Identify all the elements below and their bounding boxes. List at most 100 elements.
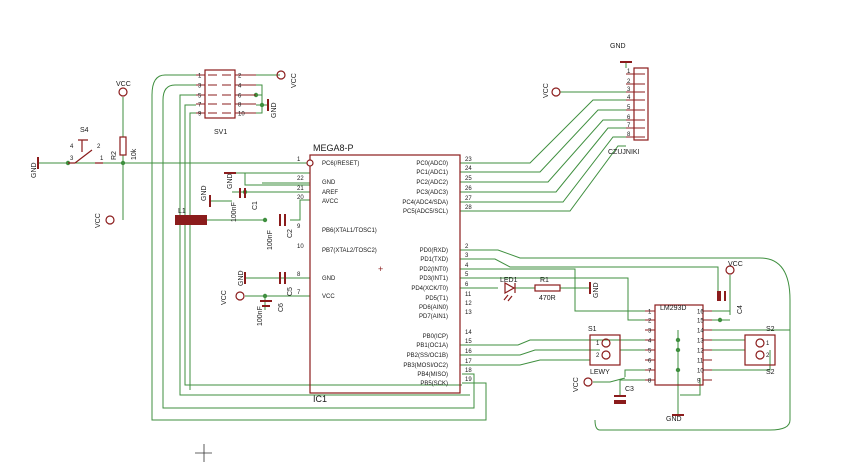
mega-pin-name: PC2(ADC2) bbox=[416, 180, 448, 186]
vcc-label-r2: VCC bbox=[116, 81, 131, 88]
czujniki-pin-number: 4 bbox=[627, 95, 631, 101]
lm-name: LM293D bbox=[660, 305, 686, 312]
mega-pin-number: 3 bbox=[465, 253, 469, 259]
s4-pin-2: 2 bbox=[97, 144, 101, 150]
sv1-pin-number: 5 bbox=[198, 94, 202, 100]
mega-pin-name: PB3(MOSI/OC2) bbox=[403, 363, 448, 369]
r2-label: R2 bbox=[111, 151, 118, 160]
czujniki-pin-number: 6 bbox=[627, 115, 631, 121]
capacitor-c6: C6 100nF bbox=[257, 300, 285, 326]
gnd-label-c5: GND bbox=[238, 270, 245, 286]
s2-pin-2: 2 bbox=[766, 353, 770, 359]
capacitor-c3: C3 bbox=[614, 386, 634, 404]
switch-s4: S4 3 4 2 1 bbox=[68, 127, 104, 164]
mega-ref: IC1 bbox=[313, 394, 327, 404]
lm-pin-number: 7 bbox=[648, 369, 652, 375]
mega-pin-number: 14 bbox=[465, 330, 472, 336]
terminal-s2: S2 1 2 S2 bbox=[744, 326, 776, 376]
c2-label: C2 bbox=[287, 229, 294, 238]
origin-marker: + bbox=[378, 264, 383, 274]
sv1-pin-number: 10 bbox=[238, 112, 245, 118]
czujniki-pin-number: 5 bbox=[627, 105, 631, 111]
mega-pin-name: PC6(/RESET) bbox=[322, 161, 359, 167]
mega-pin-number: 16 bbox=[465, 349, 472, 355]
mega-pin-number: 7 bbox=[297, 290, 301, 296]
c2-value: 100nF bbox=[267, 230, 274, 250]
cursor-crosshair bbox=[195, 444, 212, 462]
r1-value: 470R bbox=[539, 295, 556, 302]
vcc-label-c4: VCC bbox=[728, 261, 743, 268]
mega-pin-number: 17 bbox=[465, 359, 472, 365]
sv1-pin-number: 6 bbox=[238, 94, 242, 100]
vcc-label-czujniki: VCC bbox=[543, 83, 550, 98]
reset-inversion-bubble bbox=[306, 159, 314, 167]
mega-pin-number: 21 bbox=[297, 186, 304, 192]
s1-label: S1 bbox=[588, 326, 597, 333]
mega-pin-name: AVCC bbox=[322, 199, 339, 205]
mega-pin-number: 20 bbox=[297, 195, 304, 201]
r1-label: R1 bbox=[540, 277, 549, 284]
czujniki-pin-number: 7 bbox=[627, 123, 631, 129]
mega-pin-name: PD3(INT1) bbox=[419, 276, 448, 282]
mega-pin-number: 27 bbox=[465, 196, 472, 202]
mega-pin-name: PB1(OC1A) bbox=[416, 343, 448, 349]
vcc-label-c6: VCC bbox=[221, 290, 228, 305]
gnd-label-aref: GND bbox=[227, 173, 234, 189]
mega-left-pins: 1PC6(/RESET)22GND21AREF20AVCC9PB6(XTAL1/… bbox=[297, 157, 377, 300]
lm-pin-number: 1 bbox=[648, 310, 652, 316]
sv1-pin-number: 4 bbox=[238, 84, 242, 90]
mega-pin-number: 9 bbox=[297, 224, 301, 230]
gnd-symbols: GND GND GND GND GND GND GND GND bbox=[31, 43, 684, 423]
mega-right-pins: 23PC0(ADC0)24PC1(ADC1)25PC2(ADC2)26PC3(A… bbox=[402, 157, 472, 387]
mega-pin-name: PD5(T1) bbox=[425, 296, 448, 302]
lm-pin-number: 16 bbox=[697, 310, 704, 316]
s2-label-top: S2 bbox=[766, 326, 775, 333]
mega-pin-number: 12 bbox=[465, 301, 472, 307]
mega-pin-number: 5 bbox=[465, 272, 469, 278]
mega-pin-number: 10 bbox=[297, 244, 304, 250]
czujniki-label: CZUJNIKI bbox=[608, 149, 640, 156]
czujniki-pin-number: 1 bbox=[627, 69, 631, 75]
mega-pin-name: PC5(ADC5/SCL) bbox=[403, 209, 448, 215]
lm-pin-number: 13 bbox=[697, 339, 704, 345]
lm-pin-number: 3 bbox=[648, 329, 652, 335]
mega-pin-name: PC3(ADC3) bbox=[416, 190, 448, 196]
sv1-pin-number: 3 bbox=[198, 84, 202, 90]
mega-pin-number: 25 bbox=[465, 176, 472, 182]
terminal-s1: S1 1 2 bbox=[588, 326, 621, 366]
lewy-label: LEWY bbox=[590, 369, 610, 376]
capacitor-c4: C4 bbox=[717, 291, 744, 314]
mega-pin-name: PB6(XTAL1/TOSC1) bbox=[322, 228, 377, 234]
junctions bbox=[65, 92, 723, 373]
mega-pin-name: PC1(ADC1) bbox=[416, 170, 448, 176]
led1-label: LED1 bbox=[500, 277, 518, 284]
s4-pin-4: 4 bbox=[70, 144, 74, 150]
sv1-pin-number: 1 bbox=[198, 74, 202, 80]
s1-pin-2: 2 bbox=[596, 353, 600, 359]
mega-pin-name: PD0(RXD) bbox=[420, 248, 448, 254]
mega-pin-number: 15 bbox=[465, 339, 472, 345]
vcc-label-c3: VCC bbox=[573, 377, 580, 392]
inductor-l1: L1 bbox=[175, 208, 207, 225]
c1-label: C1 bbox=[252, 201, 259, 210]
mega-pin-name: PB5(SCK) bbox=[420, 381, 448, 387]
mega-pin-name: GND bbox=[322, 180, 336, 186]
vcc-label-sv1: VCC bbox=[291, 73, 298, 88]
mega-pin-number: 6 bbox=[465, 282, 469, 288]
mega-pin-number: 18 bbox=[465, 368, 472, 374]
gnd-label-switch: GND bbox=[31, 162, 38, 178]
mega-pin-name: AREF bbox=[322, 190, 338, 196]
lm-pin-number: 12 bbox=[697, 349, 704, 355]
resistor-r1: R1 470R bbox=[534, 277, 561, 302]
s4-pin-3: 3 bbox=[70, 156, 74, 162]
lm-pin-number: 5 bbox=[648, 349, 652, 355]
capacitor-c1: C1 100nF bbox=[231, 188, 259, 222]
lm-pin-number: 14 bbox=[697, 329, 704, 335]
mega-pin-name: PB2(SS/OC1B) bbox=[407, 353, 448, 359]
mega-pin-number: 22 bbox=[297, 176, 304, 182]
sv1-pin-number: 7 bbox=[198, 103, 202, 109]
lm-pin-number: 4 bbox=[648, 339, 652, 345]
mega-pin-name: PB7(XTAL2/TOSC2) bbox=[322, 248, 377, 254]
